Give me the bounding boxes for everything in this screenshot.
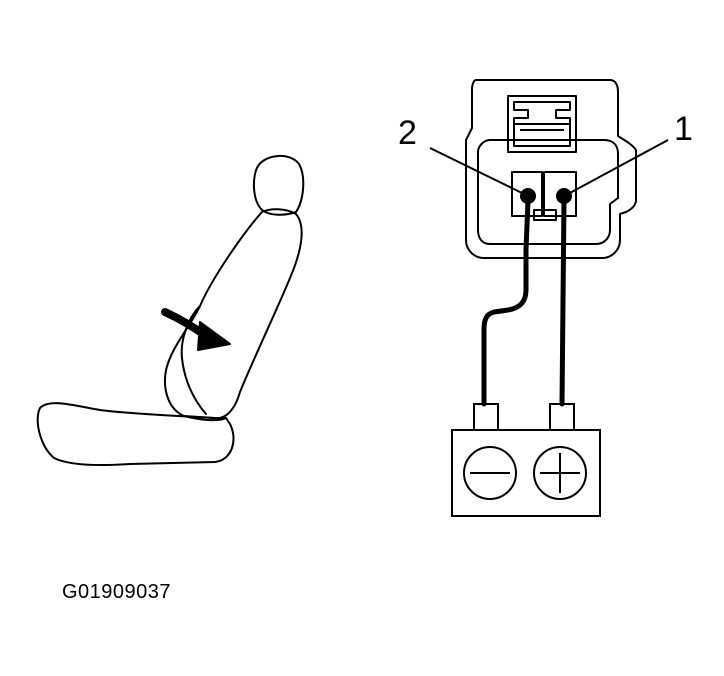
positive-lead [559, 197, 567, 407]
minus-icon [463, 446, 517, 500]
leader-line-1 [567, 139, 669, 195]
leader-line-2 [429, 147, 525, 195]
connector-outer [465, 79, 637, 259]
connector-latch [513, 101, 571, 147]
pin-label-2: 2 [398, 114, 417, 152]
seat-cushion-seam [183, 415, 227, 422]
connector-inner [477, 139, 619, 245]
curved-arrow-icon [161, 308, 231, 351]
test-leads [481, 197, 567, 407]
seat-backrest-contour [180, 305, 207, 415]
plus-icon [533, 446, 587, 500]
connector-latch-outer [507, 95, 577, 153]
seat-backrest [164, 208, 303, 420]
figure-code: G01909037 [62, 581, 171, 603]
terminal-2 [520, 188, 536, 204]
negative-lead [481, 197, 531, 407]
pin-label-1: 1 [674, 110, 693, 148]
seat-illustration [36, 155, 305, 467]
battery-negative-post [473, 403, 499, 431]
connector-key [533, 209, 557, 221]
terminal-1 [556, 188, 572, 204]
connector-housing [465, 79, 637, 259]
battery-body [451, 429, 601, 517]
seat-headrest [252, 155, 305, 216]
terminal-cavity-1 [543, 171, 577, 217]
seat-cushion [36, 402, 235, 467]
battery-positive-post [549, 403, 575, 431]
battery [451, 403, 601, 517]
